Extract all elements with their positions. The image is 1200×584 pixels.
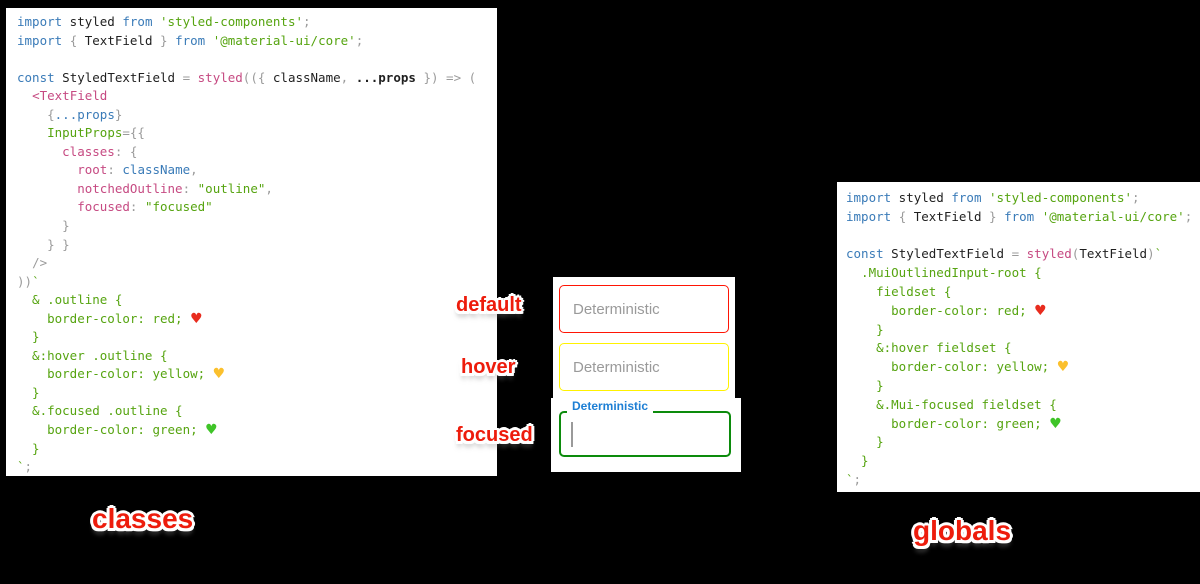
code-line: & .outline { [17,292,123,308]
code-line: root: className, [77,162,198,178]
code-line: <TextField [32,88,108,104]
code-line: notchedOutline: "outline", [77,180,273,196]
code-line: } [846,434,884,450]
code-line: const StyledTextField = styled(({ classN… [17,69,477,85]
textfield-default[interactable] [559,285,729,333]
code-line: const StyledTextField = styled(TextField… [846,246,1163,262]
focused-field-label: Deterministic [567,399,654,413]
code-line: import { TextField } from '@material-ui/… [17,32,364,48]
code-line: focused: "focused" [77,199,213,215]
approach-label-classes: classes [92,503,194,534]
textfield-focused-panel: Deterministic [551,398,741,472]
code-line: border-color: green; ♥ [846,415,1062,432]
textfield-hover[interactable] [559,343,729,391]
approach-label-globals: globals [913,515,1012,546]
state-label-default: default [456,294,522,316]
code-line: } [17,384,40,400]
code-line: &.focused .outline { [17,403,183,419]
code-line: } [17,440,40,456]
code-line: classes: { [62,143,138,159]
code-line: import { TextField } from '@material-ui/… [846,208,1193,224]
code-line: InputProps={{ [47,125,145,141]
code-line: &.Mui-focused fieldset { [846,396,1057,412]
state-label-focused: focused [456,424,533,446]
code-line: `; [17,459,33,475]
code-line: } } [47,236,70,252]
code-line: } [846,321,884,337]
code-line: {...props} [47,106,123,122]
code-line: /> [32,255,48,271]
code-line: fieldset { [846,283,952,299]
code-line: import styled from 'styled-components'; [846,190,1140,205]
code-line: `; [846,471,862,487]
code-line: import styled from 'styled-components'; [17,14,311,29]
textfield-states-panel [553,277,735,398]
code-line: } [846,453,869,469]
code-line: } [17,329,40,345]
classes-code-snippet: import styled from 'styled-components'; i… [6,8,497,476]
code-line: border-color: yellow; ♥ [17,366,226,383]
textfield-focused[interactable] [559,411,731,457]
code-line: ))` [17,273,40,289]
text-cursor [571,422,573,447]
code-line: &:hover fieldset { [846,340,1012,356]
code-line: .MuiOutlinedInput-root { [846,265,1042,281]
code-line: &:hover .outline { [17,347,168,363]
code-line: } [846,377,884,393]
code-line: border-color: yellow; ♥ [846,359,1070,376]
state-label-hover: hover [461,356,516,378]
code-line: border-color: red; ♥ [846,302,1047,319]
code-line [17,50,497,69]
code-line: border-color: green; ♥ [17,422,218,439]
globals-code-snippet: import styled from 'styled-components'; i… [837,182,1200,492]
code-line: border-color: red; ♥ [17,310,203,327]
code-line [846,227,1200,246]
code-line: } [62,218,70,234]
